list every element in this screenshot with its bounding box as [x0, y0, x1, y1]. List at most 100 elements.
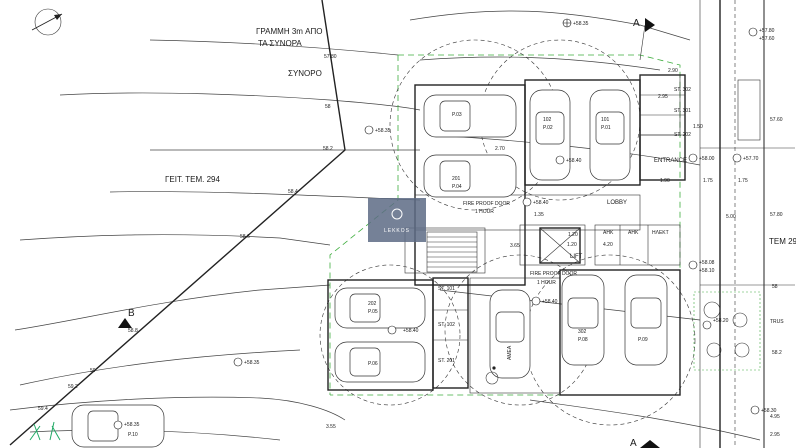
- storage-label: ST. 302: [674, 87, 691, 93]
- car-p09: [624, 274, 668, 366]
- car-p02: [529, 89, 571, 181]
- storage-label: ST. 201: [438, 358, 455, 364]
- car-p03: [423, 94, 517, 138]
- storage-label: ST. 202: [674, 132, 691, 138]
- level-text: +57.80: [759, 28, 775, 34]
- dimension-label: 1.90: [660, 178, 670, 184]
- fire-door-label-2: FIRE PROOF DOOR: [530, 271, 577, 277]
- dimension-label: 1.75: [738, 178, 748, 184]
- parking-number: 202: [368, 301, 377, 307]
- level-text: +58.40: [566, 158, 582, 164]
- parking-code: P.10: [128, 432, 138, 438]
- car-amea: [489, 289, 531, 379]
- neighbor-294-label: ΓΕΙΤ. ΤΕΜ. 294: [165, 175, 221, 184]
- parking-code: P.04: [452, 184, 462, 190]
- fire-door-label-1b: 1 HOUR: [475, 209, 494, 215]
- wheelchair-icon: [485, 366, 499, 385]
- line-3m-label: ΓΡΑΜΜΗ 3m ΑΠΟ: [256, 27, 322, 36]
- dimension-label: 1.20: [567, 242, 577, 248]
- contour-value: 59: [90, 368, 96, 374]
- parking-code: P.09: [638, 337, 648, 343]
- section-marker-a-top: [639, 18, 655, 61]
- boundary-label: ΣΥΝΟΡΟ: [288, 69, 322, 78]
- level-text: +58.30: [761, 408, 777, 414]
- trus-label: TRUS: [770, 319, 784, 325]
- level-text: +58.40: [403, 328, 419, 334]
- level-text: +58.08: [699, 260, 715, 266]
- parking-code: P.01: [601, 125, 611, 131]
- level-text: +58.20: [713, 318, 729, 324]
- car-p01: [589, 89, 631, 181]
- amea-label: ΑΜΕΑ: [507, 345, 513, 360]
- parking-number: 102: [543, 117, 552, 123]
- contour-value: 58.4: [288, 189, 298, 195]
- dimension-label: 1.20: [568, 232, 578, 238]
- car-p08: [561, 274, 605, 366]
- plant-icon: [29, 421, 61, 441]
- neighbor-29-label: ΤΕΜ 29: [769, 237, 796, 246]
- car-p06: [334, 341, 426, 383]
- parking-code: P.06: [368, 361, 378, 367]
- parking-number: 101: [601, 117, 610, 123]
- parking-code: P.05: [368, 309, 378, 315]
- level-text: +58.40: [542, 299, 558, 305]
- contour-value: 57.80: [770, 212, 783, 218]
- building-outline: [327, 74, 686, 396]
- dimension-label: 3.55: [326, 424, 336, 430]
- dimension-label: 4.95: [770, 414, 780, 420]
- storage-label: ST. 102: [438, 322, 455, 328]
- lift-label: LIFT: [570, 254, 583, 260]
- contour-value: 57.80: [324, 54, 337, 60]
- fire-door-label-1: FIRE PROOF DOOR: [463, 201, 510, 207]
- level-text: +58.40: [533, 200, 549, 206]
- level-text: +58.35: [573, 21, 589, 27]
- contour-value: 57.60: [770, 117, 783, 123]
- dimension-label: 2.70: [495, 146, 505, 152]
- level-text: +58.35: [244, 360, 260, 366]
- dimension-label: 1.75: [703, 178, 713, 184]
- dimension-label: 5.00: [726, 214, 736, 220]
- dimension-label: 2.95: [658, 94, 668, 100]
- dimension-label: 4.20: [603, 242, 613, 248]
- dimension-label: 2.95: [770, 432, 780, 438]
- entrance-label: ENTRANCE: [654, 158, 687, 164]
- parking-code: P.08: [578, 337, 588, 343]
- level-text: +57.60: [759, 36, 775, 42]
- dimension-label: 1.50: [693, 124, 703, 130]
- setback-line: [329, 54, 681, 396]
- contour-value: 58.2: [772, 350, 782, 356]
- level-markers: [113, 18, 760, 430]
- staircase: [426, 231, 478, 273]
- contour-value: 58.8: [128, 328, 138, 334]
- plot-boundary: [9, 0, 795, 448]
- section-marker-a-bottom: [640, 440, 660, 448]
- dimension-label: 3.65: [510, 243, 520, 249]
- dimension-label: 2.90: [668, 68, 678, 74]
- ahk-label-1: ΑΗΚ: [603, 230, 614, 236]
- north-arrow-icon: [31, 8, 63, 36]
- hlekt-label: ΗΛΕΚΤ: [652, 230, 669, 236]
- contour-value: 59.2: [68, 384, 78, 390]
- section-marker-b: [118, 318, 132, 328]
- road-strip: [693, 0, 761, 448]
- contour-value: 58: [772, 284, 778, 290]
- contour-value: 58: [325, 104, 331, 110]
- car-p04: [423, 154, 517, 198]
- section-b-label: B: [128, 308, 135, 319]
- watermark-logo: LEKKOS: [368, 198, 426, 242]
- level-text: +58.35: [375, 128, 391, 134]
- section-a-bottom-label: A: [630, 438, 637, 448]
- storage-label: ST. 101: [438, 286, 455, 292]
- level-text: +57.70: [743, 156, 759, 162]
- dimension-label: 1.35: [534, 212, 544, 218]
- lobby-label: LOBBY: [607, 200, 627, 206]
- line-3m-label-2: ΤΑ ΣΥΝΟΡΑ: [258, 39, 302, 48]
- parking-number: 302: [578, 329, 587, 335]
- contour-value: 59.4: [38, 406, 48, 412]
- storage-label: ST. 301: [674, 108, 691, 114]
- contour-value: 58.2: [323, 146, 333, 152]
- fire-door-label-2b: 1 HOUR: [537, 280, 556, 286]
- car-p05: [334, 287, 426, 329]
- section-a-top-label: A: [633, 18, 640, 29]
